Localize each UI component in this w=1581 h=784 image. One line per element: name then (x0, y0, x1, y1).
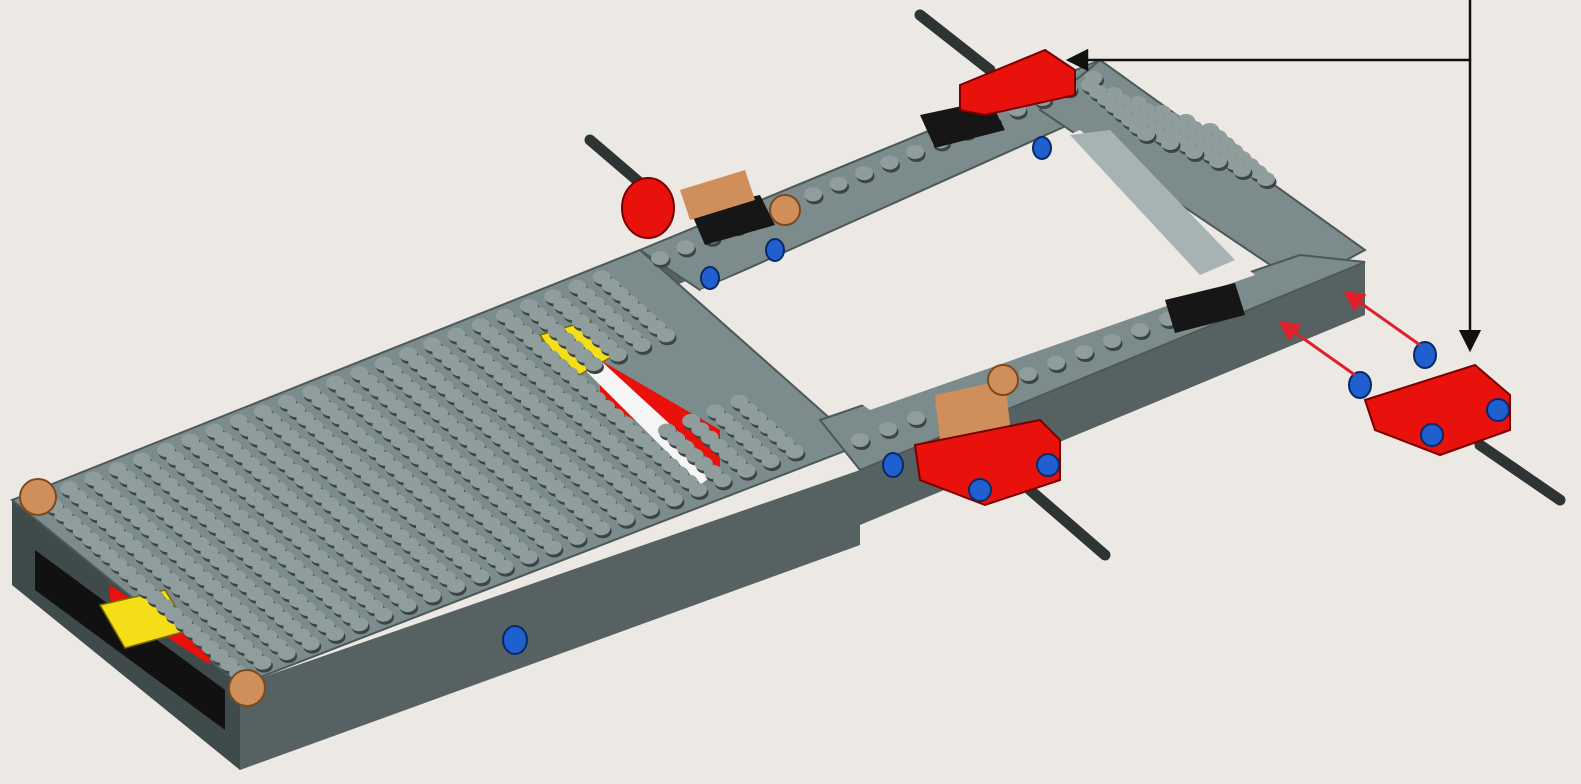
stud (1209, 154, 1227, 168)
stud (399, 598, 417, 612)
stud (665, 493, 683, 507)
stud (1161, 136, 1179, 150)
stud (762, 454, 780, 468)
stud (544, 541, 562, 555)
blue-pin-rail-1 (701, 267, 719, 289)
stud (495, 560, 513, 574)
stud (1047, 356, 1065, 370)
tan-round-corner-2 (229, 670, 265, 706)
stud (1185, 145, 1203, 159)
stud (1233, 163, 1251, 177)
stud (568, 531, 586, 545)
red-beam-near-hole-1 (969, 479, 991, 501)
red-beam-loose-hole-1 (1421, 424, 1443, 446)
stud (689, 483, 707, 497)
stud (737, 464, 755, 478)
stud (1131, 323, 1149, 337)
stud (786, 445, 804, 459)
stud (906, 145, 924, 159)
stud (677, 240, 695, 254)
stud (609, 348, 627, 362)
stud (641, 502, 659, 516)
stud (879, 422, 897, 436)
blue-pin-side (503, 626, 527, 654)
red-beam-near-hole-2 (1037, 454, 1059, 476)
stud (520, 550, 538, 564)
stud (1137, 127, 1155, 141)
stud (423, 589, 441, 603)
stud (804, 187, 822, 201)
stud (326, 627, 344, 641)
stud (1075, 345, 1093, 359)
stud (1257, 172, 1275, 186)
stud (616, 512, 634, 526)
stud (471, 569, 489, 583)
stud (881, 156, 899, 170)
stud (302, 637, 320, 651)
stud (447, 579, 465, 593)
stud (851, 433, 869, 447)
stud (278, 646, 296, 660)
stud (584, 357, 602, 371)
axle-near (1030, 490, 1105, 555)
stud (657, 328, 675, 342)
stud (374, 608, 392, 622)
stud (651, 251, 669, 265)
blue-pin-rail-3 (1033, 137, 1051, 159)
stud (253, 656, 271, 670)
stud (1103, 334, 1121, 348)
stud (713, 473, 731, 487)
tan-round-corner-4 (988, 365, 1018, 395)
stud (350, 617, 368, 631)
tan-round-corner-1 (20, 479, 56, 515)
tan-round-corner-3 (770, 195, 800, 225)
axle-far-right (920, 15, 990, 70)
blue-pin-rail-2 (766, 239, 784, 261)
stud (855, 166, 873, 180)
stud (633, 338, 651, 352)
blue-pin-front (883, 453, 903, 477)
stud (592, 521, 610, 535)
blue-pin-loose-1 (1349, 372, 1371, 398)
axle-loose (1480, 445, 1560, 500)
red-beam-loose-hole-2 (1487, 399, 1509, 421)
stud (830, 177, 848, 191)
blue-pin-loose-2 (1414, 342, 1436, 368)
stud (1019, 367, 1037, 381)
red-bush-far-left (622, 178, 674, 238)
callout-bracket (1068, 0, 1470, 60)
stud (907, 411, 925, 425)
